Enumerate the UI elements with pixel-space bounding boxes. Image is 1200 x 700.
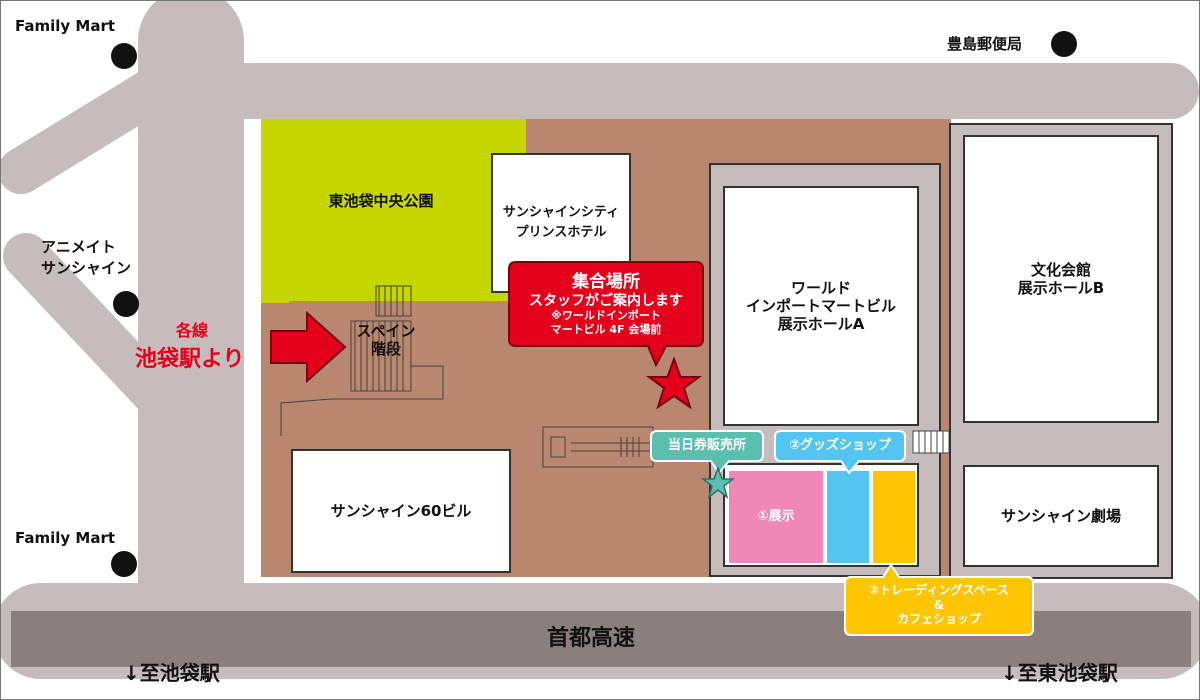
family-mart-bottom-dot bbox=[111, 551, 137, 577]
goods-shop-zone bbox=[827, 471, 869, 563]
goods-shop-label: ②グッズショップ bbox=[788, 438, 891, 454]
post-office-label: 豊島郵便局 bbox=[947, 35, 1023, 53]
to-higashi-ikebukuro-label: ↓至東池袋駅 bbox=[1001, 661, 1118, 685]
trading-callout-shape bbox=[844, 563, 1034, 636]
star-icon bbox=[701, 467, 735, 499]
meeting-title: 集合場所 bbox=[572, 272, 640, 293]
exhibition-zone: ①展示 bbox=[729, 471, 823, 563]
animate-dot bbox=[113, 291, 139, 317]
family-mart-top-dot bbox=[111, 43, 137, 69]
expressway-label: 首都高速 bbox=[546, 625, 635, 651]
goods-callout-shape bbox=[774, 430, 906, 475]
park-label: 東池袋中央公園 bbox=[328, 192, 434, 210]
ticket-callout-shape bbox=[650, 430, 764, 475]
park-area bbox=[261, 119, 526, 301]
meeting-point-box: 集合場所 スタッフがご案内します ※ワールドインポート マートビル 4F 会場前 bbox=[509, 263, 703, 345]
star-icon bbox=[646, 357, 702, 410]
sunshine-theater: サンシャイン劇場 bbox=[963, 465, 1159, 567]
from-station-label: 池袋駅より bbox=[135, 347, 245, 372]
meeting-line3: マートビル 4F 会場前 bbox=[550, 322, 662, 336]
hotel-label-line1: サンシャインシティ bbox=[502, 205, 620, 221]
exhibition-hall-b: 文化会館 展示ホールB bbox=[963, 135, 1159, 423]
family-mart-bottom-label: Family Mart bbox=[15, 529, 116, 547]
ticket-booth-label: 当日券販売所 bbox=[667, 438, 746, 454]
exhibition-hall-a: ワールド インポートマートビル 展示ホールA bbox=[723, 186, 919, 426]
to-ikebukuro-label: ↓至池袋駅 bbox=[123, 661, 220, 685]
escalator-diagram bbox=[542, 426, 654, 468]
lines-label: 各線 bbox=[176, 321, 209, 340]
meeting-callout-shape bbox=[508, 261, 704, 368]
stairs-diagram bbox=[280, 285, 444, 436]
trading-label: ③トレーディングスペース & カフェショップ bbox=[869, 583, 1009, 627]
meeting-line1: スタッフがご案内します bbox=[529, 292, 683, 309]
meeting-line2: ※ワールドインポート bbox=[551, 309, 661, 323]
animate-label: アニメイト サンシャイン bbox=[41, 238, 132, 277]
family-mart-top-label: Family Mart bbox=[15, 17, 116, 35]
spain-stairs-label: スペイン 階段 bbox=[356, 322, 416, 358]
trading-zone bbox=[873, 471, 915, 563]
post-office-dot bbox=[1051, 31, 1077, 57]
red-arrow-icon bbox=[270, 311, 347, 383]
hotel-label-line2: プリンスホテル bbox=[515, 225, 607, 240]
sunshine60-building: サンシャイン60ビル bbox=[291, 449, 511, 573]
